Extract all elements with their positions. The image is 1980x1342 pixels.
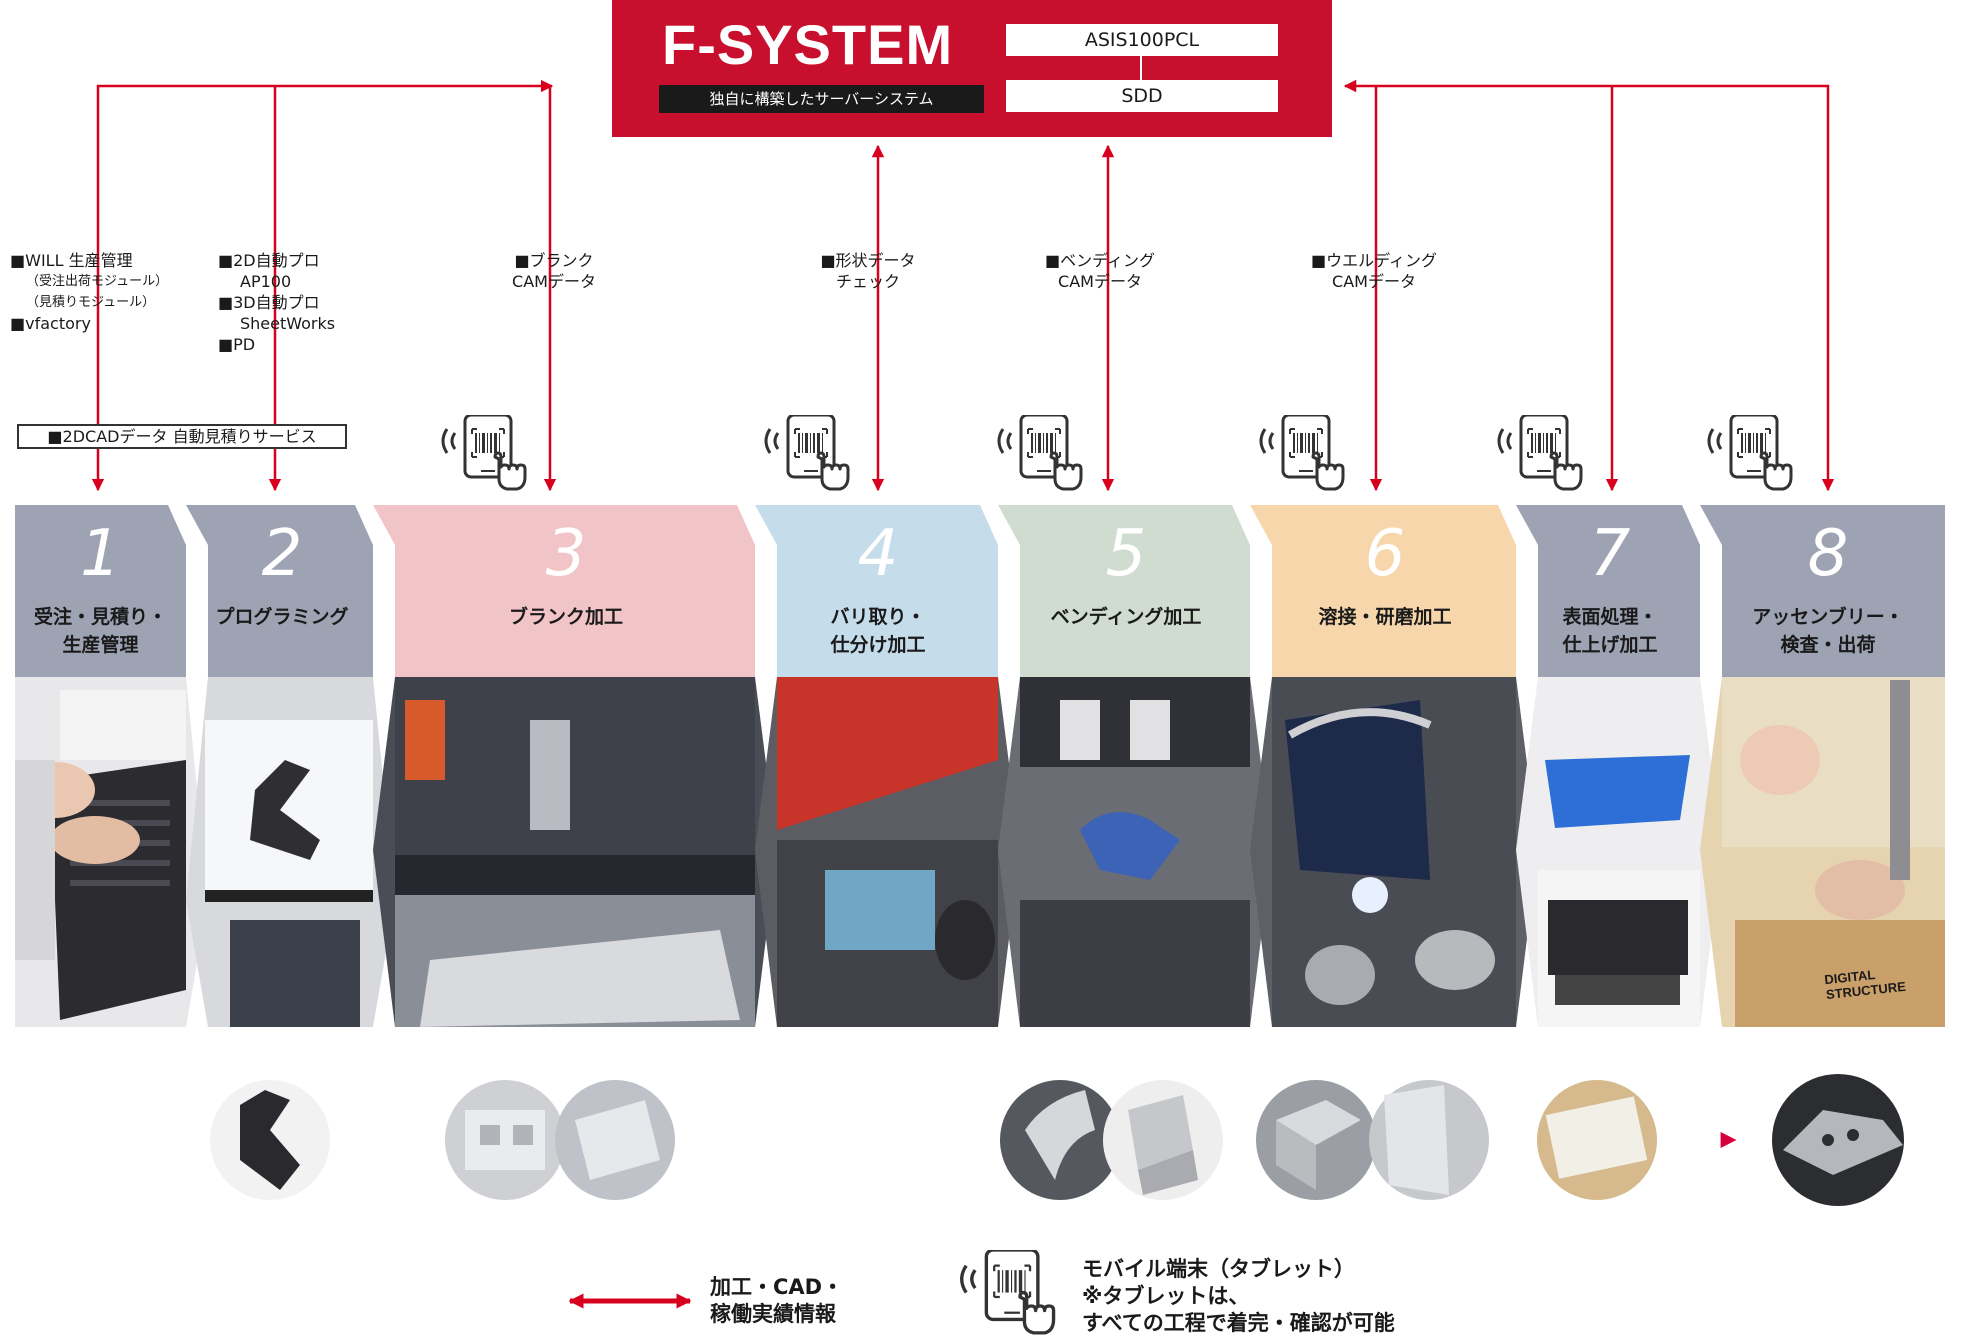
step-3-header	[373, 505, 755, 677]
step-1-name: 受注・見積り・生産管理	[33, 606, 167, 656]
step-6-header	[1250, 505, 1516, 677]
step-2-name: プログラミング	[215, 606, 349, 628]
step-8-name: アッセンブリー・検査・出荷	[1752, 606, 1904, 656]
product-1	[210, 1080, 330, 1200]
label-col2: ■2D自動プロ AP100 ■3D自動プロ SheetWorks ■PD	[218, 251, 336, 354]
step-4-photo	[755, 677, 1020, 1027]
step-6-photo	[1250, 677, 1538, 1027]
server-sdd: SDD	[1006, 80, 1278, 112]
step-6: 6 溶接・研磨加工	[1261, 0, 1509, 1341]
step-6-name: 溶接・研磨加工	[1318, 606, 1452, 628]
step-4-name: バリ取り・仕分け加工	[830, 606, 926, 656]
step-5-photo	[998, 677, 1272, 1027]
service-box: ■2DCADデータ 自動見積りサービス	[17, 424, 347, 449]
legend-tablet-icon	[960, 1250, 1056, 1335]
step-7-number: 7	[1589, 517, 1631, 591]
step-1-header	[15, 505, 186, 677]
step-1: 1 受注・見積り・生産管理	[15, 0, 186, 1341]
double-arrow-icon	[568, 1293, 692, 1309]
product-6b	[1369, 1080, 1489, 1200]
step-1-photo	[15, 677, 208, 1027]
step-8-header	[1700, 505, 1945, 677]
server-asis100pcl: ASIS100PCL	[1006, 24, 1278, 56]
step-2-photo	[186, 677, 395, 1027]
label-col4: ■形状データチェック	[820, 251, 916, 291]
label-col1: ■WILL 生産管理 （受注出荷モジュール） （見積りモジュール） ■vfact…	[10, 251, 169, 333]
step-4: 4 バリ取り・仕分け加工	[766, 0, 990, 1341]
step-2: 2 プログラミング	[197, 0, 367, 1341]
step-5-name: ベンディング加工	[1050, 606, 1202, 628]
step-4-number: 4	[857, 517, 899, 591]
step-7-name: 表面処理・仕上げ加工	[1562, 606, 1658, 656]
step-6-number: 6	[1364, 517, 1406, 591]
step-5: 5 ベンディング加工	[1009, 0, 1243, 1341]
product-5a	[1000, 1080, 1120, 1200]
step-7-header	[1516, 505, 1700, 677]
step-1-number: 1	[80, 517, 121, 591]
f-system-box	[612, 0, 1332, 137]
step-7-photo	[1516, 677, 1722, 1027]
product-5b	[1103, 1080, 1223, 1200]
product-6a	[1256, 1080, 1376, 1200]
product-timeline	[210, 1074, 1904, 1206]
step-8-photo	[1700, 677, 1945, 1027]
legend-arrow-text: 加工・CAD・稼働実績情報	[710, 1275, 844, 1326]
step-4-header	[755, 505, 998, 677]
product-3a	[445, 1080, 565, 1200]
f-system-subtitle: 独自に構築したサーバーシステム	[659, 85, 984, 113]
step-3-number: 3	[545, 517, 587, 591]
product-7	[1537, 1080, 1657, 1200]
step-2-header	[186, 505, 373, 677]
product-3b	[555, 1080, 675, 1200]
step-3-name: ブランク加工	[508, 606, 623, 628]
step-5-number: 5	[1105, 517, 1147, 591]
step-3-photo	[373, 677, 777, 1027]
step-2-number: 2	[261, 517, 303, 591]
step-5-header	[998, 505, 1250, 677]
arrow-right-bus	[1343, 79, 1835, 492]
arrow-left-bus	[91, 79, 554, 492]
step-3: 3 ブランク加工	[384, 0, 748, 1341]
step-8: 8 アッセンブリー・検査・出荷	[1711, 0, 1945, 1341]
legend-tablet-text: モバイル端末（タブレット）※タブレットは、すべての工程で着完・確認が可能	[1082, 1257, 1395, 1335]
step-8-number: 8	[1807, 517, 1849, 591]
f-system-title: F-SYSTEM	[662, 13, 954, 76]
step-7: 7 表面処理・仕上げ加工	[1527, 0, 1693, 1341]
product-8	[1772, 1074, 1904, 1206]
server-connector	[1140, 56, 1142, 80]
